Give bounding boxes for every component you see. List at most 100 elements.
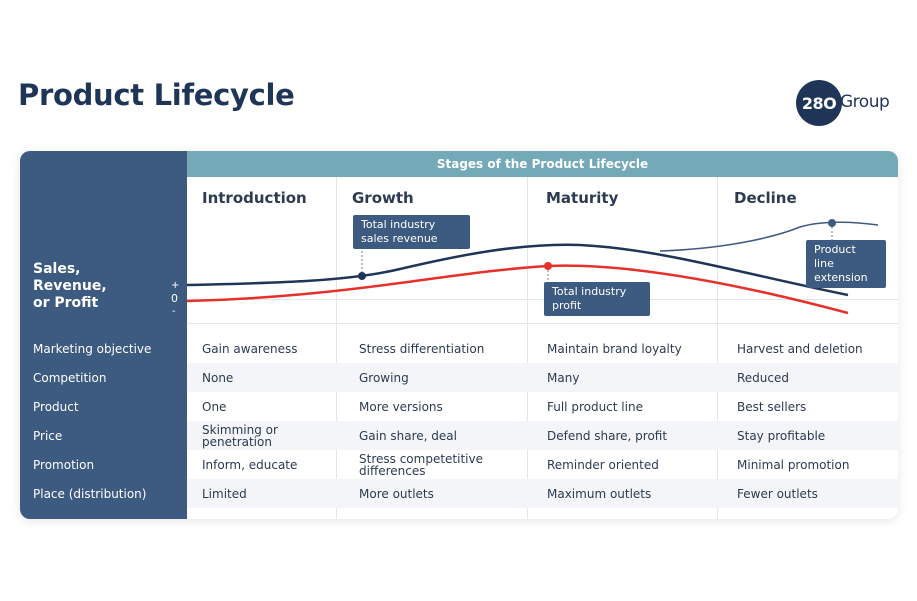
table-cell: Reminder oriented	[547, 450, 659, 479]
y-axis-label-line-3: or Profit	[33, 295, 99, 311]
table-cell: Maintain brand loyalty	[547, 334, 682, 363]
cell-text: Maintain brand loyalty	[547, 341, 682, 356]
y-axis-label-line-2: Revenue,	[33, 278, 107, 294]
company-logo: 28O Group	[796, 80, 896, 126]
table-cell: Gain share, deal	[359, 421, 457, 450]
row-background	[187, 421, 898, 450]
stage-divider	[527, 177, 528, 519]
row-label: Product	[33, 399, 79, 414]
stage-introduction: Introduction	[202, 189, 307, 207]
cell-text: Inform, educate	[202, 457, 298, 472]
table-cell: One	[202, 392, 226, 421]
table-row: Place (distribution) Limited More outlets M…	[20, 479, 898, 508]
cell-text: Best sellers	[737, 399, 807, 414]
cell-text: Stress differentiation	[359, 341, 485, 356]
table-cell: Many	[547, 363, 579, 392]
cell-text: More versions	[359, 399, 443, 414]
stage-divider	[336, 177, 337, 519]
table-row: Promotion Inform, educate Stress competeti…	[20, 450, 898, 479]
sales-callout-line-2: sales revenue	[361, 232, 438, 245]
row-label: Place (distribution)	[33, 486, 147, 501]
extension-callout-line-1: Product line	[814, 243, 856, 270]
cell-text: Growing	[359, 370, 409, 385]
sales-callout-line-1: Total industry	[361, 218, 436, 231]
table-cell: Gain awareness	[202, 334, 297, 363]
row-background	[187, 479, 898, 508]
axis-minus-mark: -	[172, 306, 176, 317]
row-label: Price	[33, 428, 63, 443]
chart-bottom-line	[187, 323, 898, 324]
product-line-extension-callout: Product line extension	[806, 240, 886, 288]
table-cell: Reduced	[737, 363, 789, 392]
table-cell: More outlets	[359, 479, 434, 508]
row-label: Promotion	[33, 457, 95, 472]
profit-callout-line-1: Total industry	[552, 285, 627, 298]
table-cell: Inform, educate	[202, 450, 297, 479]
profit-callout: Total industry profit	[544, 282, 650, 316]
cell-text: Fewer outlets	[737, 486, 818, 501]
zero-line	[187, 299, 898, 300]
cell-text: Gain awareness	[202, 341, 298, 356]
stage-maturity: Maturity	[546, 189, 619, 207]
extension-callout-point	[828, 219, 836, 227]
cell-text: Stay profitable	[737, 428, 826, 443]
table-cell: Full product line	[547, 392, 643, 421]
cell-text: None	[202, 370, 234, 385]
cell-text: Full product line	[547, 399, 643, 414]
product-extension-curve	[659, 221, 879, 252]
stage-decline: Decline	[734, 189, 797, 207]
axis-plus-mark: +	[171, 280, 180, 291]
row-label: Competition	[33, 370, 107, 385]
cell-text: Minimal promotion	[737, 457, 850, 472]
table-cell: Maximum outlets	[547, 479, 651, 508]
table-cell: None	[202, 363, 233, 392]
page-title: Product Lifecycle	[18, 78, 295, 112]
logo-text: Group	[840, 92, 890, 112]
profit-callout-line-2: profit	[552, 299, 582, 312]
cell-text: Reduced	[737, 370, 790, 385]
y-axis-label: Sales, Revenue, or Profit	[33, 261, 107, 312]
profit-curve	[186, 264, 849, 315]
row-background	[187, 363, 898, 392]
row-label-column	[20, 151, 187, 519]
table-cell: Fewer outlets	[737, 479, 818, 508]
sales-revenue-curve	[186, 243, 849, 297]
cell-text: More outlets	[359, 486, 434, 501]
cell-text: Gain share, deal	[359, 428, 457, 443]
logo-mark: 28O	[796, 80, 842, 126]
sales-revenue-callout: Total industry sales revenue	[353, 215, 470, 249]
table-cell: More versions	[359, 392, 443, 421]
table-cell: Growing	[359, 363, 409, 392]
sales-callout-point	[358, 272, 366, 280]
table-row: Product One More versions Full product line…	[20, 392, 898, 421]
cell-text: Defend share, profit	[547, 428, 668, 443]
cell-text: Maximum outlets	[547, 486, 652, 501]
table-cell: Stress differentiation	[359, 334, 484, 363]
cell-text: Limited	[202, 486, 247, 501]
table-cell: Harvest and deletion	[737, 334, 863, 363]
axis-zero-mark: 0	[171, 292, 178, 305]
table-row: Marketing objective Gain awareness Stress …	[20, 334, 898, 363]
profit-callout-point	[544, 262, 552, 270]
lifecycle-table-card: Stages of the Product Lifecycle Sales, R…	[20, 151, 898, 519]
cell-text: One	[202, 399, 227, 414]
table-row: Competition None Growing Many Reduced	[20, 363, 898, 392]
table-cell: Defend share, profit	[547, 421, 667, 450]
table-cell: Limited	[202, 479, 247, 508]
cell-text: Harvest and deletion	[737, 341, 863, 356]
row-label: Marketing objective	[33, 341, 152, 356]
stage-growth: Growth	[352, 189, 414, 207]
extension-callout-line-2: extension	[814, 271, 868, 284]
table-cell: Best sellers	[737, 392, 806, 421]
table-cell: Minimal promotion	[737, 450, 849, 479]
y-axis-label-line-1: Sales,	[33, 261, 81, 277]
stage-divider	[717, 177, 718, 519]
lifecycle-curves	[186, 219, 879, 315]
cell-text: Reminder oriented	[547, 457, 659, 472]
cell-text: Many	[547, 370, 580, 385]
